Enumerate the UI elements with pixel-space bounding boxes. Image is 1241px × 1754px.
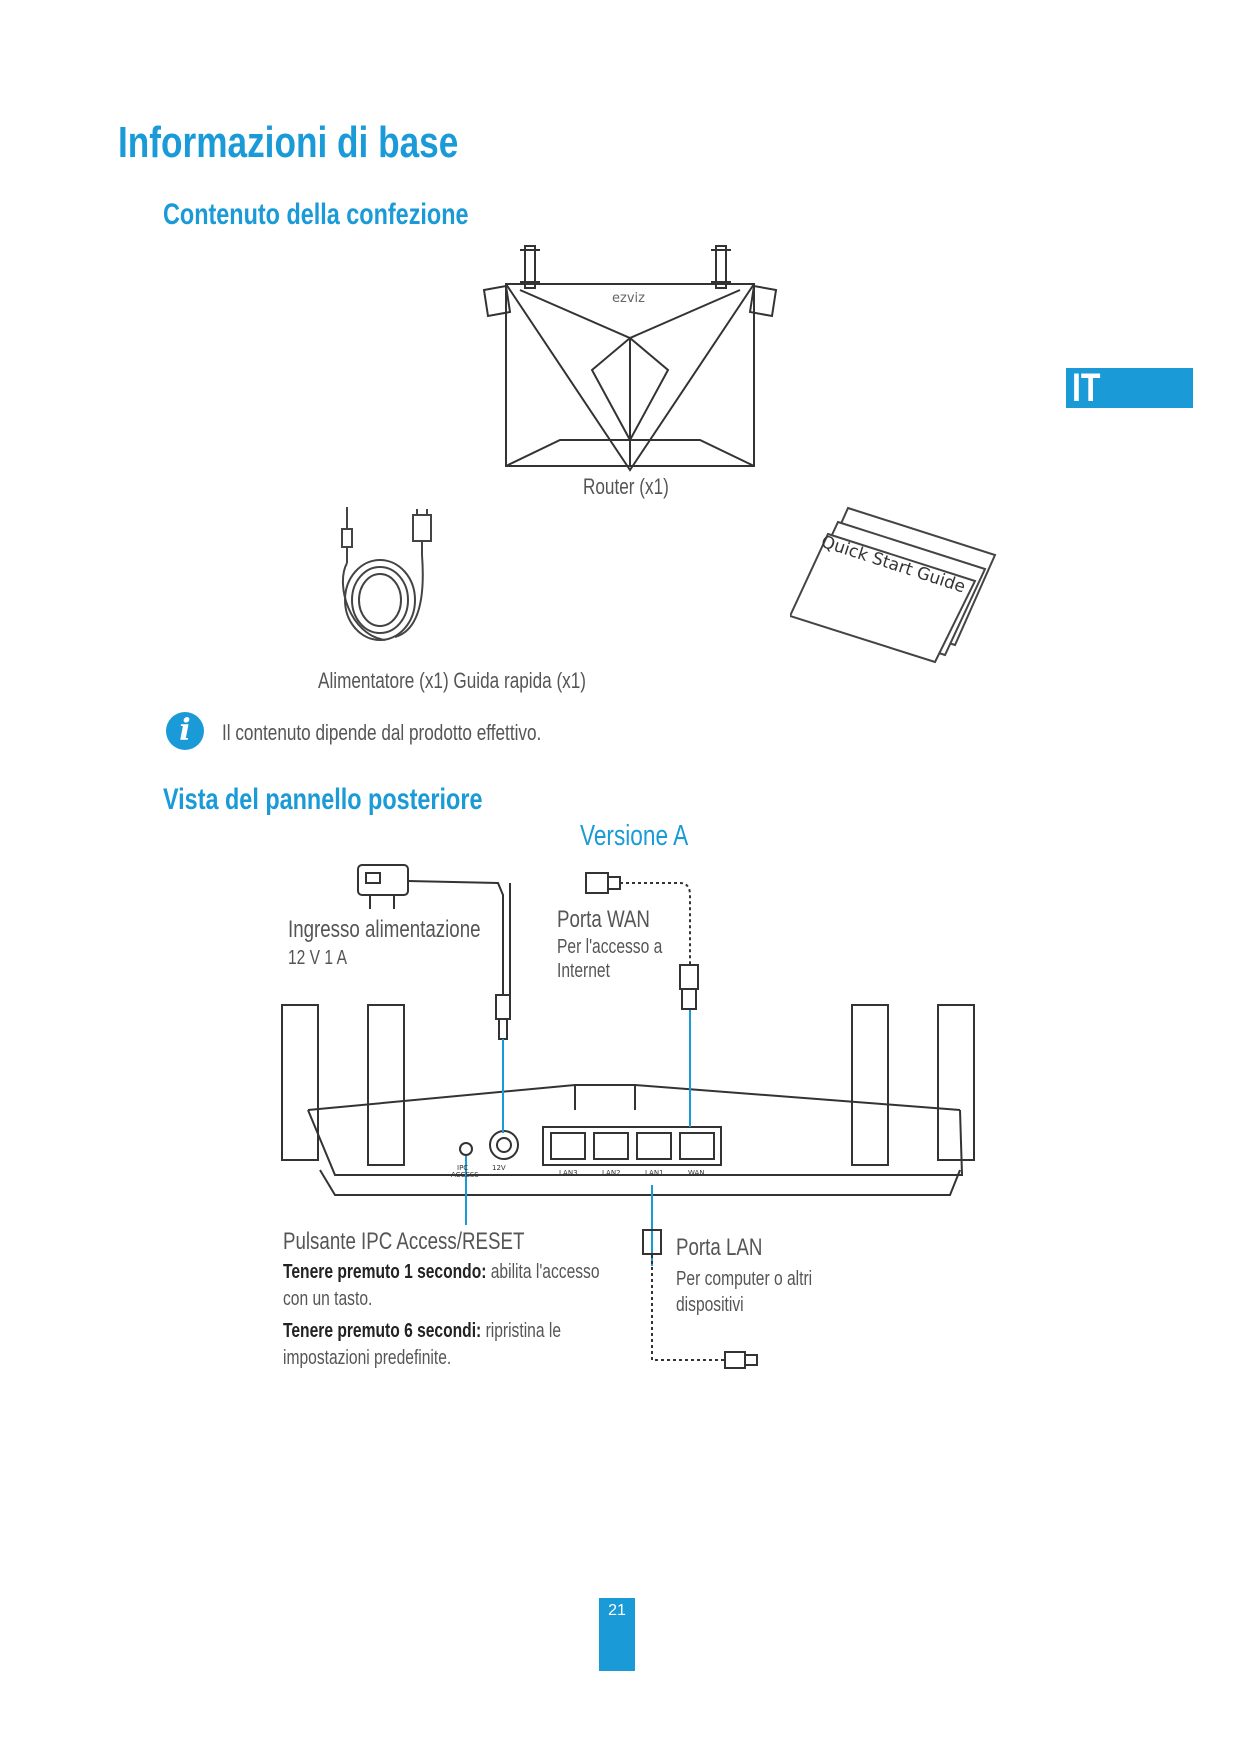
lan-port-desc-line2: dispositivi: [676, 1294, 744, 1316]
ipc-hold1-line2: con un tasto.: [283, 1288, 373, 1310]
ipc-hold1-text: abilita l'accesso: [486, 1261, 600, 1283]
ipc-hold1-lead: Tenere premuto 1 secondo:: [283, 1261, 487, 1283]
language-tab-label: IT: [1072, 366, 1101, 410]
wan-port-label: Porta WAN: [557, 906, 650, 933]
adapter-body: [357, 864, 409, 896]
page-number: 21: [608, 1602, 626, 1619]
page-number-box: 21: [599, 1598, 635, 1671]
wan-plug-top: [585, 872, 609, 894]
section-title-box-contents: Contenuto della confezione: [163, 198, 469, 231]
antenna-right: [715, 245, 727, 289]
language-tab: IT: [1066, 366, 1193, 410]
wan-port-desc-line1: Per l'accesso a: [557, 936, 663, 958]
page-title: Informazioni di base: [118, 118, 459, 167]
panel-label-power: 12V: [492, 1164, 506, 1172]
wan-port-desc-line2: Internet: [557, 960, 610, 982]
accessories-caption: Alimentatore (x1) Guida rapida (x1): [318, 668, 587, 693]
lan-port-desc-line1: Per computer o altri: [676, 1268, 813, 1290]
ipc-button-label: Pulsante IPC Access/RESET: [283, 1228, 525, 1255]
section-title-rear-panel: Vista del pannello posteriore: [163, 783, 483, 816]
router-caption: Router (x1): [583, 474, 669, 499]
rear-panel-illustration: IPC ACCESS 12V LAN3 LAN2 LAN1 WAN: [281, 864, 975, 1369]
power-input-label: Ingresso alimentazione: [288, 916, 481, 943]
ipc-hold1-line: Tenere premuto 1 secondo: abilita l'acce…: [283, 1259, 600, 1285]
panel-label-ipc: IPC: [457, 1164, 468, 1172]
router-logo: ezviz: [612, 291, 645, 306]
quick-start-guide-illustration: Quick Start Guide: [790, 506, 997, 664]
router-front-illustration: ezviz: [482, 245, 778, 472]
ipc-hold6-line2: impostazioni predefinite.: [283, 1347, 452, 1369]
ipc-hold6-lead: Tenere premuto 6 secondi:: [283, 1320, 482, 1342]
antenna-left: [524, 245, 536, 289]
panel-label-lan1: LAN1: [645, 1169, 664, 1177]
ipc-hold6-text: ripristina le: [481, 1320, 561, 1342]
panel-label-lan2: LAN2: [602, 1169, 621, 1177]
panel-label-wan: WAN: [688, 1169, 705, 1177]
panel-label-lan3: LAN3: [559, 1169, 578, 1177]
panel-label-access: ACCESS: [451, 1171, 479, 1179]
info-icon: i: [166, 712, 204, 750]
note-text: Il contenuto dipende dal prodotto effett…: [222, 720, 542, 745]
power-input-value: 12 V 1 A: [288, 947, 347, 969]
version-label: Versione A: [580, 820, 689, 852]
ipc-hold6-line: Tenere premuto 6 secondi: ripristina le: [283, 1318, 561, 1344]
power-adapter-illustration: [341, 507, 432, 641]
lan-port-label: Porta LAN: [676, 1234, 763, 1261]
